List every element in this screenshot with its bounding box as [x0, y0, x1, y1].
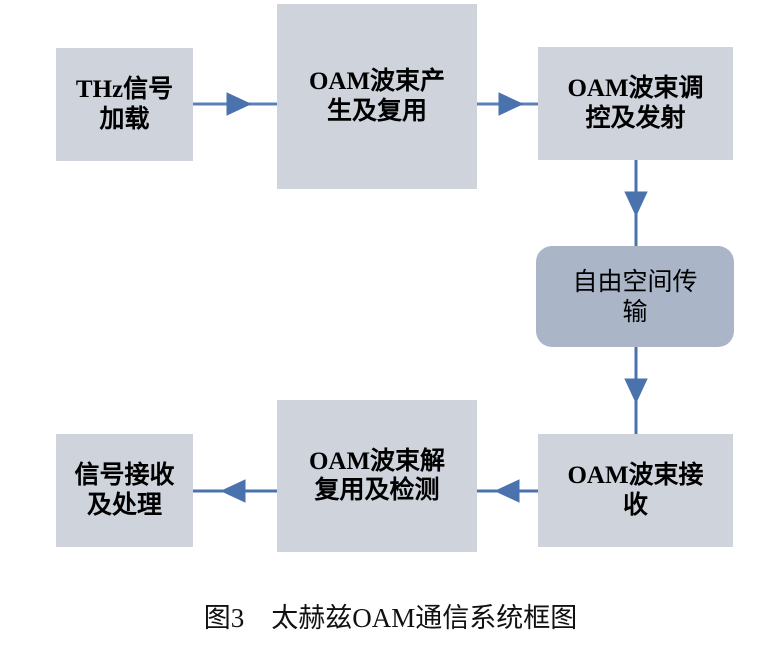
- node-thz-signal-loading-label: THz信号 加载: [75, 76, 174, 133]
- node-free-space-transmission-label: 自由空间传 输: [572, 267, 698, 326]
- node-oam-beam-control-transmission: OAM波束调 控及发射: [538, 47, 733, 160]
- node-free-space-transmission: 自由空间传 输: [536, 246, 734, 347]
- node-oam-beam-control-transmission-label: OAM波束调 控及发射: [567, 75, 704, 132]
- node-oam-beam-demultiplexing-detection-label: OAM波束解 复用及检测: [308, 447, 446, 505]
- node-oam-beam-reception: OAM波束接 收: [538, 434, 733, 547]
- figure-caption: 图3 太赫兹OAM通信系统框图: [203, 603, 578, 633]
- node-oam-beam-generation-multiplexing: OAM波束产 生及复用: [277, 4, 477, 189]
- node-oam-beam-generation-multiplexing-label: OAM波束产 生及复用: [308, 68, 446, 125]
- node-thz-signal-loading: THz信号 加载: [56, 48, 193, 161]
- node-oam-beam-reception-label: OAM波束接 收: [567, 462, 704, 519]
- node-oam-beam-demultiplexing-detection: OAM波束解 复用及检测: [277, 400, 477, 552]
- node-signal-reception-processing-label: 信号接收 及处理: [74, 462, 175, 519]
- node-signal-reception-processing: 信号接收 及处理: [56, 434, 193, 547]
